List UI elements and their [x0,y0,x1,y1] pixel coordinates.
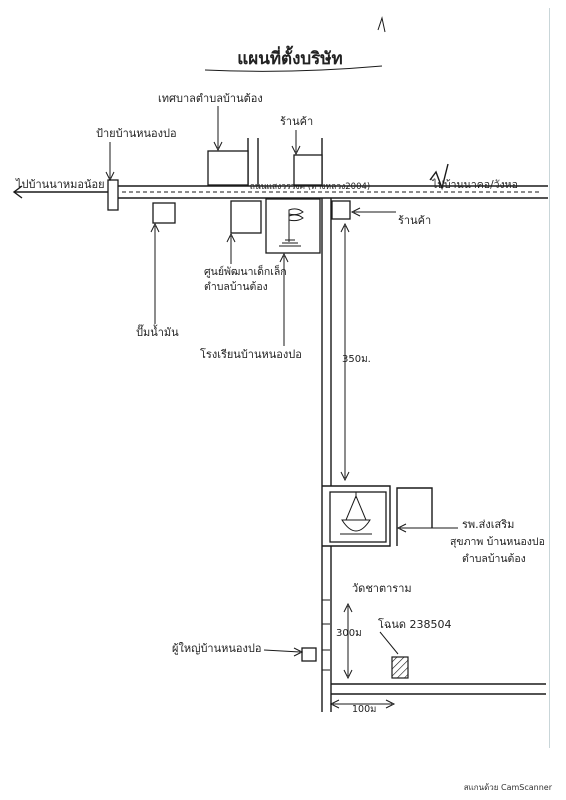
hospital-building [396,487,433,546]
school-label: โรงเรียนบ้านหนองปอ [200,347,302,361]
dist-350-arrow-top [340,222,350,233]
gas-station-building [152,202,176,224]
child-center-label: ศูนย์พัฒนาเด็กเล็ก [204,264,287,278]
target-parcel [391,656,409,679]
school-flag-icon [279,208,304,247]
dist-100-label: 100ม [352,704,376,715]
hospital-sub2-label: ตำบลบ้านต้อง [462,553,526,565]
dist-100-arrow-right [385,699,396,709]
dist-300-arrow-bottom [343,669,353,680]
shop-south-leader-arrow [350,207,361,217]
title-underline [204,65,383,72]
shop-north-building [293,154,323,186]
deed-leader [379,631,399,655]
child-center-leader-arrow [226,232,236,243]
map-title: แผนที่ตั้งบริษัท [237,45,342,69]
hospital-sub-label: สุขภาพ บ้านหนองปอ [450,536,545,548]
temple-compound-outer [322,485,391,547]
dist-300-arrow-top [343,602,353,613]
village-head-leader [263,649,301,653]
ban-nong-po-sign-post [107,179,119,211]
school-compound [265,198,321,254]
temple-label: วัดชาตาราม [352,582,412,595]
scanner-footer: สแกนด้วย CamScanner [463,783,552,792]
child-center-sub-label: ตำบลบ้านต้อง [204,281,268,293]
east-arrow-mark [429,163,449,191]
ban-nong-po-sign-label: ป้ายบ้านหนองปอ [96,127,177,140]
shop-south-label: ร้านค้า [398,214,431,227]
dist-100-arrow-left [329,699,340,709]
sign-leader-arrow [105,171,115,182]
shop-north-label: ร้านค้า [280,115,313,128]
municipality-label: เทศบาลตำบลบ้านต้อง [158,92,263,105]
west-destination-label: ไปบ้านนาหมอน้อย [15,178,105,191]
shop-north-leader-arrow [291,145,301,156]
village-head-label: ผู้ใหญ่บ้านหนองปอ [172,642,261,655]
village-head-house [301,647,317,662]
dist-350-label: 350ม. [342,354,371,365]
gas-station-leader-arrow [150,222,160,233]
municipality-leader-arrow [213,141,223,152]
shop-south-building [331,200,351,220]
scan-edge [549,8,550,748]
west-arrow-head [12,185,23,199]
dist-300-label: 300ม [336,628,362,639]
dist-350-arrow-bottom [340,471,350,482]
gas-station-label: ปั๊มน้ำมัน [136,324,179,339]
hospital-leader-arrow [396,523,407,533]
child-center-building [230,200,262,234]
east-destination-label: ไปบ้านนาคอ/วังหอ [431,178,518,191]
main-road-label: ถนนแสงวรวงศ์ (ทางหลวง2004) [250,181,370,192]
municipality-building [207,150,249,186]
title-mark [377,16,386,33]
temple-icon [340,492,372,535]
village-head-leader-arrow [293,647,304,657]
hospital-label: รพ.ส่งเสริม [462,518,514,531]
school-leader-arrow [279,252,289,263]
deed-label: โฉนด 238504 [378,617,452,631]
